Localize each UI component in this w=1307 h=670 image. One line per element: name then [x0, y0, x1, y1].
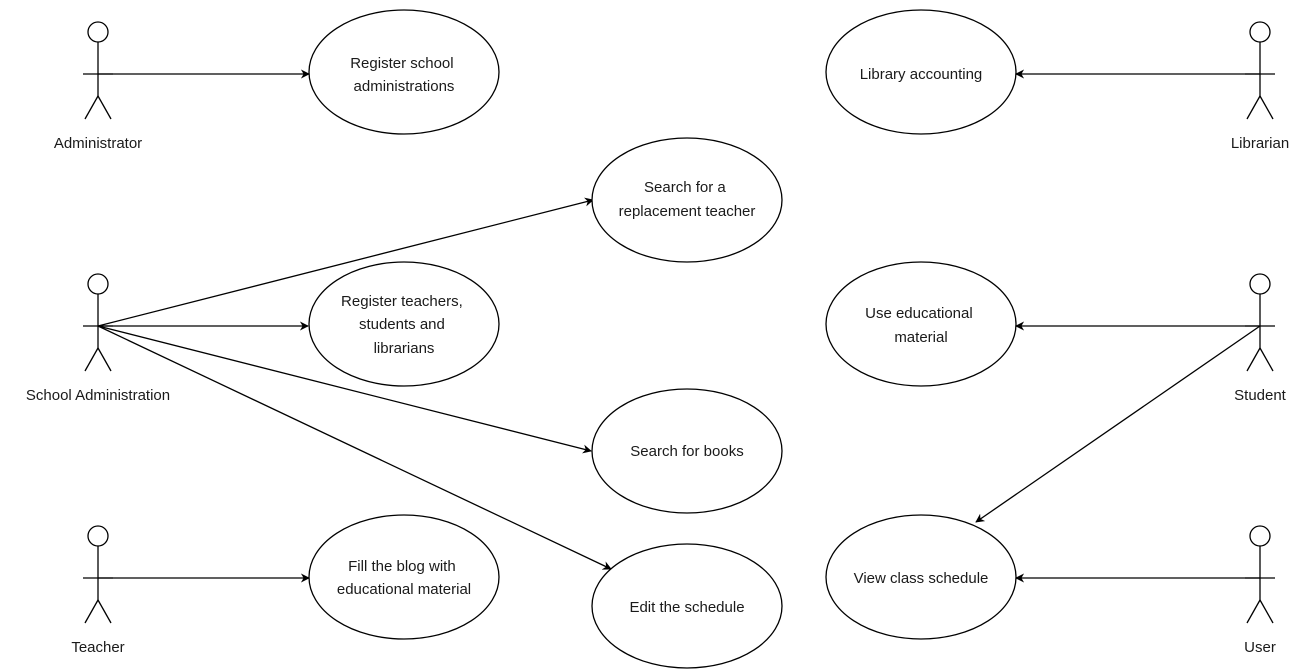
use-case-label: Register teachers, students and libraria… — [341, 293, 467, 357]
use-case-library-accounting[interactable]: Library accounting — [825, 9, 1017, 135]
use-case-label-line: students and — [359, 316, 445, 333]
use-case-label-line: Register teachers, — [341, 293, 463, 310]
use-case-label-line: replacement teacher — [619, 203, 756, 220]
use-case-shape — [825, 261, 1017, 387]
use-case-shape — [591, 388, 783, 514]
use-case-shape — [591, 137, 783, 263]
actor-label: Student — [1234, 387, 1287, 404]
edge-student-view-class-schedule — [975, 325, 1261, 523]
stick-figure-icon — [83, 21, 113, 120]
stick-figure-icon — [83, 525, 113, 624]
use-case-label-line: View class schedule — [854, 570, 989, 587]
use-case-label-line: Search for books — [630, 443, 743, 460]
use-case-edit-schedule[interactable]: Edit the schedule — [591, 543, 783, 669]
actor-label: User — [1244, 639, 1276, 656]
use-case-search-books[interactable]: Search for books — [591, 388, 783, 514]
actor-school-administration[interactable]: School Administration — [26, 273, 170, 404]
actor-teacher[interactable]: Teacher — [71, 525, 125, 656]
actors: Administrator School Administration Teac… — [26, 21, 1289, 656]
use-case-label-line: Fill the blog with — [348, 558, 456, 575]
use-cases: Register school administrations Search f… — [308, 9, 1017, 669]
use-case-label-line: Search for a — [644, 179, 726, 196]
use-case-label: Search for books — [630, 443, 743, 460]
association-edges — [97, 69, 1261, 583]
actor-student[interactable]: Student — [1234, 273, 1287, 404]
use-case-label: View class schedule — [854, 570, 989, 587]
use-case-label-line: librarians — [374, 340, 435, 357]
stick-figure-icon — [83, 273, 113, 372]
use-case-shape — [825, 9, 1017, 135]
stick-figure-icon — [1245, 21, 1275, 120]
use-case-search-replacement-teacher[interactable]: Search for a replacement teacher — [591, 137, 783, 263]
use-case-fill-blog[interactable]: Fill the blog with educational material — [308, 514, 500, 640]
use-case-register-teachers-students-librarians[interactable]: Register teachers, students and libraria… — [308, 261, 500, 387]
actor-label: Administrator — [54, 135, 142, 152]
use-case-shape — [825, 514, 1017, 640]
use-case-register-school-administrations[interactable]: Register school administrations — [308, 9, 500, 135]
use-case-shape — [308, 514, 500, 640]
stick-figure-icon — [1245, 273, 1275, 372]
use-case-label-line: Edit the schedule — [629, 599, 744, 616]
use-case-label-line: Library accounting — [860, 66, 983, 83]
actor-label: Librarian — [1231, 135, 1289, 152]
use-case-shape — [591, 543, 783, 669]
use-case-label: Use educational material — [865, 305, 977, 346]
edge-school-administration-search-replacement-teacher — [97, 197, 594, 327]
edge-school-administration-edit-schedule — [97, 325, 612, 570]
use-case-label-line: Use educational — [865, 305, 973, 322]
stick-figure-icon — [1245, 525, 1275, 624]
use-case-label-line: material — [894, 329, 947, 346]
use-case-shape — [308, 261, 500, 387]
use-case-use-educational-material[interactable]: Use educational material — [825, 261, 1017, 387]
actor-label: Teacher — [71, 639, 124, 656]
actor-user[interactable]: User — [1244, 525, 1276, 656]
use-case-label: Register school administrations — [350, 55, 458, 95]
actor-librarian[interactable]: Librarian — [1231, 21, 1289, 152]
use-case-label: Fill the blog with educational material — [337, 558, 471, 598]
use-case-label: Library accounting — [860, 66, 983, 83]
use-case-label-line: educational material — [337, 581, 471, 598]
use-case-label: Search for a replacement teacher — [619, 179, 756, 220]
use-case-label: Edit the schedule — [629, 599, 744, 616]
use-case-shape — [308, 9, 500, 135]
actor-administrator[interactable]: Administrator — [54, 21, 142, 152]
actor-label: School Administration — [26, 387, 170, 404]
edge-school-administration-search-books — [97, 325, 592, 454]
use-case-view-class-schedule[interactable]: View class schedule — [825, 514, 1017, 640]
use-case-label-line: administrations — [354, 78, 455, 95]
use-case-label-line: Register school — [350, 55, 453, 72]
